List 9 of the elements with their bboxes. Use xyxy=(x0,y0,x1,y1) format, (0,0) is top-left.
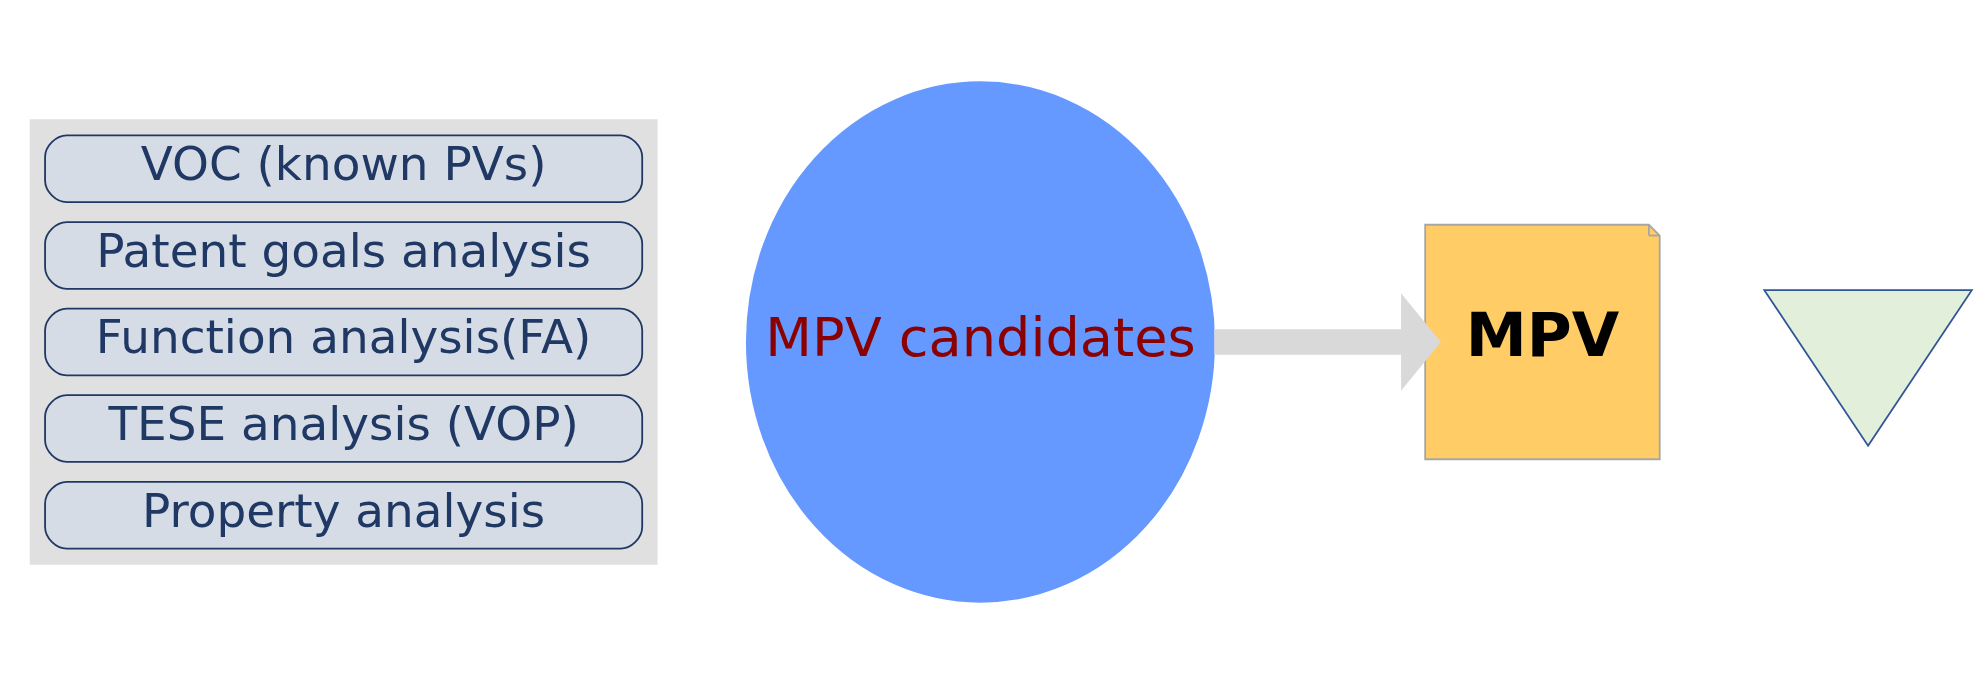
node-box: Function analysis(FA) xyxy=(44,307,644,376)
node-triangle xyxy=(1762,288,1974,447)
node-box: Patent goals analysis xyxy=(44,220,644,290)
cluster xyxy=(29,118,658,565)
node-ellipse: MPV candidates xyxy=(745,80,1215,603)
arrow xyxy=(1214,292,1441,391)
node-box: TESE analysis (VOP) xyxy=(44,393,644,463)
node-box: Property analysis xyxy=(44,480,644,549)
node-box: VOC (known PVs) xyxy=(44,134,644,203)
